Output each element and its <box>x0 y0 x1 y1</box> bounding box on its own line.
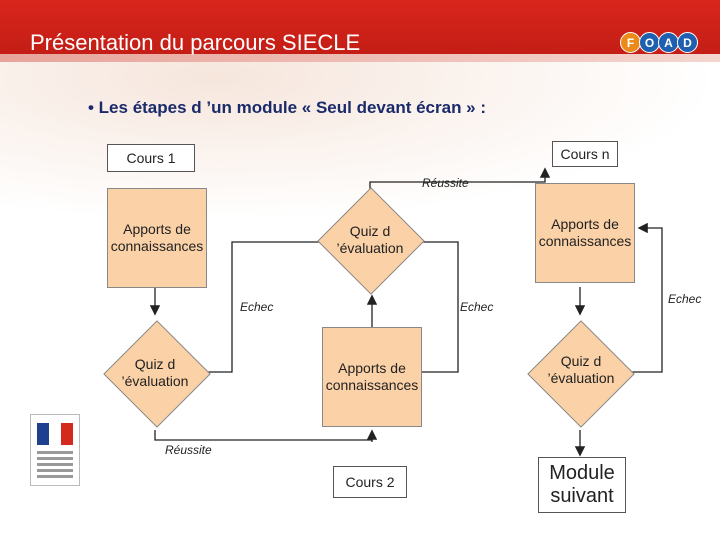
cours-2-box: Cours 2 <box>333 466 407 498</box>
apports-n-label: Apports de connaissances <box>536 216 634 250</box>
apports-1-box: Apports de connaissances <box>107 188 207 288</box>
quiz-1-label: Quiz d ’évaluation <box>320 220 420 260</box>
apports-mid-label: Apports de connaissances <box>323 360 421 394</box>
cours-1-box: Cours 1 <box>107 144 195 172</box>
echec-right-label: Echec <box>668 292 701 306</box>
cours-2-label: Cours 2 <box>345 474 394 491</box>
echec-left-label: Echec <box>240 300 273 314</box>
flag-icon <box>37 423 73 445</box>
cours-n-label: Cours n <box>560 146 609 163</box>
cours-1-label: Cours 1 <box>126 150 175 167</box>
module-suivant-box: Module suivant <box>538 457 626 513</box>
apports-n-box: Apports de connaissances <box>535 183 635 283</box>
reussite-bottom-label: Réussite <box>165 443 212 457</box>
quiz-left-label: Quiz d ’évaluation <box>102 353 208 393</box>
apports-mid-box: Apports de connaissances <box>322 327 422 427</box>
module-suivant-label: Module suivant <box>539 462 625 508</box>
apports-1-label: Apports de connaissances <box>108 221 206 255</box>
reussite-top-label: Réussite <box>422 176 469 190</box>
quiz-right-label: Quiz d ’évaluation <box>530 350 632 390</box>
ministry-seal-icon <box>30 414 80 486</box>
cours-n-box: Cours n <box>552 141 618 167</box>
echec-mid-label: Echec <box>460 300 493 314</box>
seal-text-lines <box>37 451 73 454</box>
